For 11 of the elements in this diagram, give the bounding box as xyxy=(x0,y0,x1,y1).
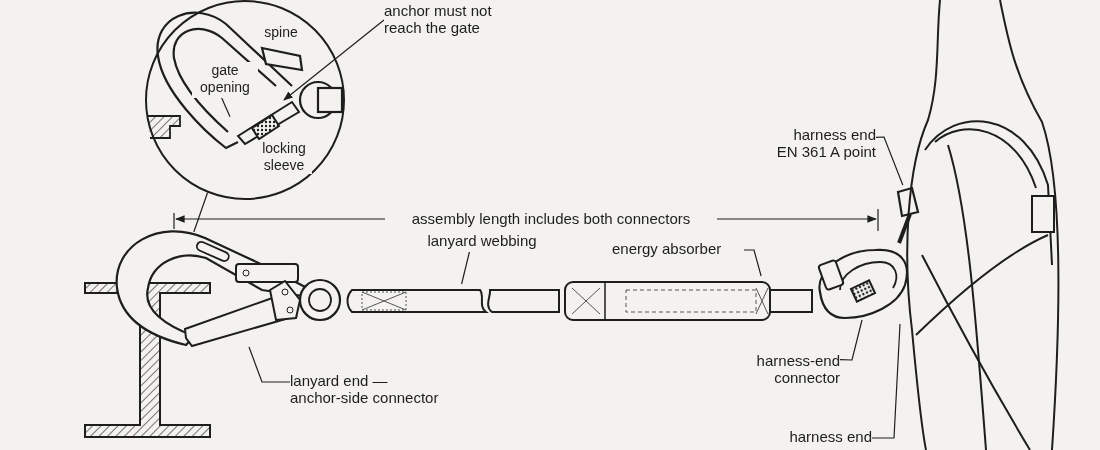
leader-line xyxy=(743,249,762,277)
leader-line xyxy=(193,192,209,233)
leader-line xyxy=(875,136,904,186)
part-label: locking sleeve xyxy=(256,140,312,174)
leader-line xyxy=(839,319,863,361)
leader-line xyxy=(248,346,291,383)
leader-line xyxy=(461,251,470,285)
leader-line xyxy=(221,97,231,118)
callout-label: gate opening xyxy=(192,62,258,98)
dimension-label: assembly length includes both connectors xyxy=(385,210,717,227)
arrow xyxy=(283,19,385,101)
